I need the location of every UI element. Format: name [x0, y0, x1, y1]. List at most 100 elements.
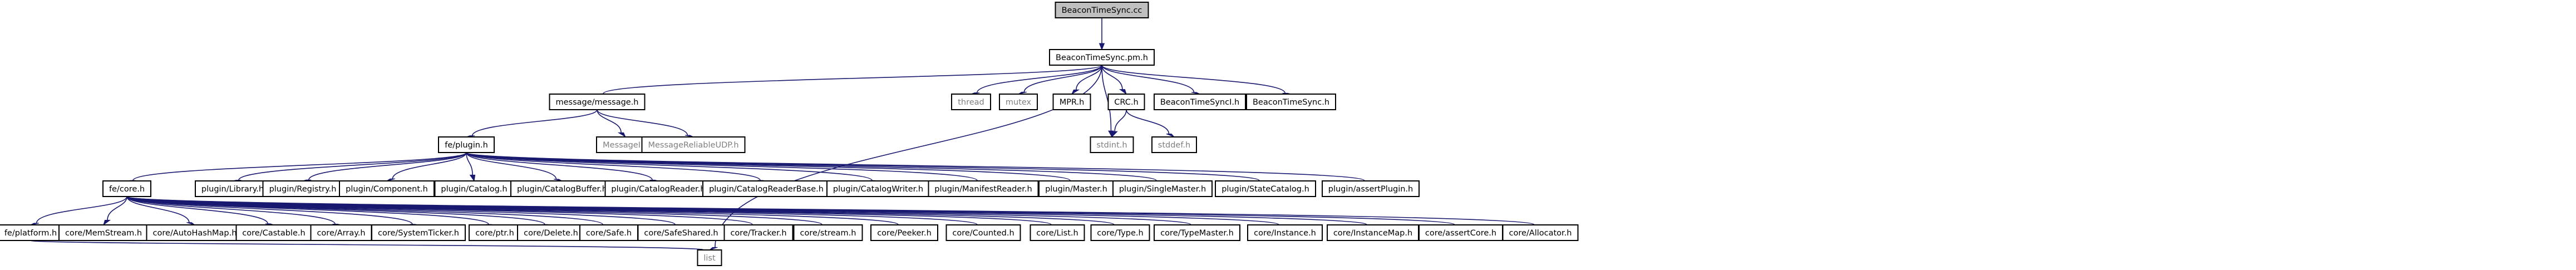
edge-crc-to-stdint: [1111, 109, 1127, 138]
node-plugin-assertplugin-h[interactable]: plugin/assertPlugin.h: [1322, 180, 1420, 197]
node-label: plugin/StateCatalog.h: [1221, 185, 1309, 194]
node-label: core/assertCore.h: [1425, 229, 1496, 238]
node-plugin-catalog-h[interactable]: plugin/Catalog.h: [434, 180, 514, 197]
node-plugin-library-h[interactable]: plugin/Library.h: [195, 180, 270, 197]
node-box: [604, 180, 712, 197]
node-label: stddef.h: [1158, 141, 1190, 150]
node-fe-core-h[interactable]: fe/core.h: [102, 180, 151, 197]
node-plugin-singlemaster-h[interactable]: plugin/SingleMaster.h: [1112, 180, 1213, 197]
edge-crc-to-stddef: [1126, 109, 1175, 138]
node-box: [1215, 180, 1316, 197]
node-core-safeshared-h[interactable]: core/SafeShared.h: [637, 224, 725, 241]
node-label: CRC.h: [1114, 98, 1138, 107]
node-label: MessageReliableUDP.h: [648, 141, 738, 150]
node-label: plugin/CatalogBuffer.h: [517, 185, 607, 194]
node-core-castable-h[interactable]: core/Castable.h: [235, 224, 312, 241]
node-box: [510, 180, 614, 197]
node-label: MessageI.h: [603, 141, 648, 150]
node-plugin-catalogbuffer-h[interactable]: plugin/CatalogBuffer.h: [510, 180, 614, 197]
node-plugin-component-h[interactable]: plugin/Component.h: [339, 180, 435, 197]
node-label: plugin/Master.h: [1045, 185, 1107, 194]
node-box: [1052, 94, 1091, 110]
node-plugin-master-h[interactable]: plugin/Master.h: [1038, 180, 1114, 197]
node-label: core/InstanceMap.h: [1333, 229, 1412, 238]
node-core-list-h[interactable]: core/List.h: [1030, 224, 1085, 241]
node-label: stdint.h: [1096, 141, 1127, 150]
node-core-ptr-h[interactable]: core/ptr.h: [469, 224, 521, 241]
node-plugin-catalogreaderbase-h[interactable]: plugin/CatalogReaderBase.h: [702, 180, 830, 197]
node-label: core/Type.h: [1097, 229, 1143, 238]
node-box: [262, 180, 343, 197]
node-label: core/ptr.h: [475, 229, 514, 238]
node-label: core/MemStream.h: [65, 229, 142, 238]
node-core-instance-h[interactable]: core/Instance.h: [1247, 224, 1323, 241]
node-label: plugin/Library.h: [201, 185, 264, 194]
node-message-message-h[interactable]: message/message.h: [549, 94, 646, 110]
node-box: [371, 224, 466, 241]
node-box: [945, 224, 1021, 241]
node-label: core/Safe.h: [586, 229, 632, 238]
node-stdint-h: stdint.h: [1090, 136, 1134, 153]
node-core-allocator-h[interactable]: core/Allocator.h: [1502, 224, 1579, 241]
node-core-assertcore-h[interactable]: core/assertCore.h: [1418, 224, 1503, 241]
node-box: [723, 224, 794, 241]
node-label: plugin/CatalogWriter.h: [833, 185, 923, 194]
node-box: [1322, 180, 1420, 197]
edge-core-to-c_autohash: [126, 196, 195, 225]
node-label: core/Castable.h: [242, 229, 305, 238]
node-label: plugin/Component.h: [346, 185, 428, 194]
node-box: [235, 224, 312, 241]
node-box: [1030, 224, 1085, 241]
node-core-memstream-h[interactable]: core/MemStream.h: [58, 224, 149, 241]
node-label: core/SafeShared.h: [644, 229, 718, 238]
edge-msg-to-plugin: [466, 109, 598, 138]
node-beacontimesync-cc[interactable]: BeaconTimeSync.cc: [1055, 2, 1149, 18]
node-plugin-statecatalog-h[interactable]: plugin/StateCatalog.h: [1215, 180, 1316, 197]
node-box: [102, 180, 151, 197]
node-box: [999, 94, 1038, 110]
node-label: plugin/CatalogReader.h: [611, 185, 705, 194]
node-label: core/List.h: [1036, 229, 1078, 238]
node-core-typemaster-h[interactable]: core/TypeMaster.h: [1154, 224, 1240, 241]
node-box: [146, 224, 244, 241]
node-box: [517, 224, 585, 241]
node-core-autohashmap-h[interactable]: core/AutoHashMap.h: [146, 224, 244, 241]
node-beacontimesynci-h[interactable]: BeaconTimeSyncI.h: [1154, 94, 1246, 110]
node-beacontimesync-h[interactable]: BeaconTimeSync.h: [1246, 94, 1336, 110]
node-core-type-h[interactable]: core/Type.h: [1090, 224, 1150, 241]
node-crc-h[interactable]: CRC.h: [1107, 94, 1145, 110]
node-box: [641, 136, 746, 153]
node-label: list: [703, 254, 716, 263]
node-core-stream-h[interactable]: core/stream.h: [793, 224, 863, 241]
node-label: BeaconTimeSync.cc: [1062, 6, 1142, 15]
node-plugin-catalogwriter-h[interactable]: plugin/CatalogWriter.h: [826, 180, 930, 197]
node-plugin-registry-h[interactable]: plugin/Registry.h: [262, 180, 343, 197]
node-box: [697, 249, 722, 266]
node-core-delete-h[interactable]: core/Delete.h: [517, 224, 585, 241]
node-plugin-manifestreader-h[interactable]: plugin/ManifestReader.h: [928, 180, 1039, 197]
node-box: [637, 224, 725, 241]
edge-msg-to-msgrel: [597, 109, 694, 138]
node-label: BeaconTimeSync.h: [1253, 98, 1329, 107]
node-mpr-h[interactable]: MPR.h: [1052, 94, 1091, 110]
node-beacontimesync-pm-h[interactable]: BeaconTimeSync.pm.h: [1049, 49, 1155, 66]
node-box: [928, 180, 1039, 197]
node-core-counted-h[interactable]: core/Counted.h: [945, 224, 1021, 241]
node-core-tracker-h[interactable]: core/Tracker.h: [723, 224, 794, 241]
node-thread: thread: [951, 94, 991, 110]
node-core-instancemap-h[interactable]: core/InstanceMap.h: [1327, 224, 1419, 241]
node-label: core/Array.h: [317, 229, 365, 238]
node-plugin-catalogreader-h[interactable]: plugin/CatalogReader.h: [604, 180, 712, 197]
edge-root-to-pmh: [1099, 18, 1105, 51]
node-box: [1038, 180, 1114, 197]
node-fe-platform-h[interactable]: fe/platform.h: [0, 224, 63, 241]
node-core-safe-h[interactable]: core/Safe.h: [579, 224, 638, 241]
node-core-array-h[interactable]: core/Array.h: [310, 224, 372, 241]
node-core-systemticker-h[interactable]: core/SystemTicker.h: [371, 224, 466, 241]
node-core-peeker-h[interactable]: core/Peeker.h: [870, 224, 938, 241]
node-label: core/Delete.h: [524, 229, 578, 238]
edge-plugin-to-p_catalog: [466, 152, 476, 182]
node-fe-plugin-h[interactable]: fe/plugin.h: [438, 136, 495, 153]
node-box: [1327, 224, 1419, 241]
